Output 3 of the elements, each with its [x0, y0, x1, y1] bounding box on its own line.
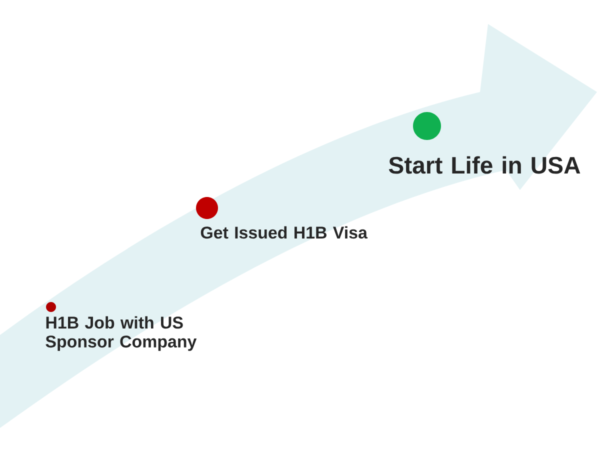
milestone-label: Get Issued H1B Visa [200, 226, 368, 239]
milestone-label: H1B Job with US Sponsor Company [46, 316, 197, 351]
milestone-label: Start Life in USA [388, 156, 580, 174]
